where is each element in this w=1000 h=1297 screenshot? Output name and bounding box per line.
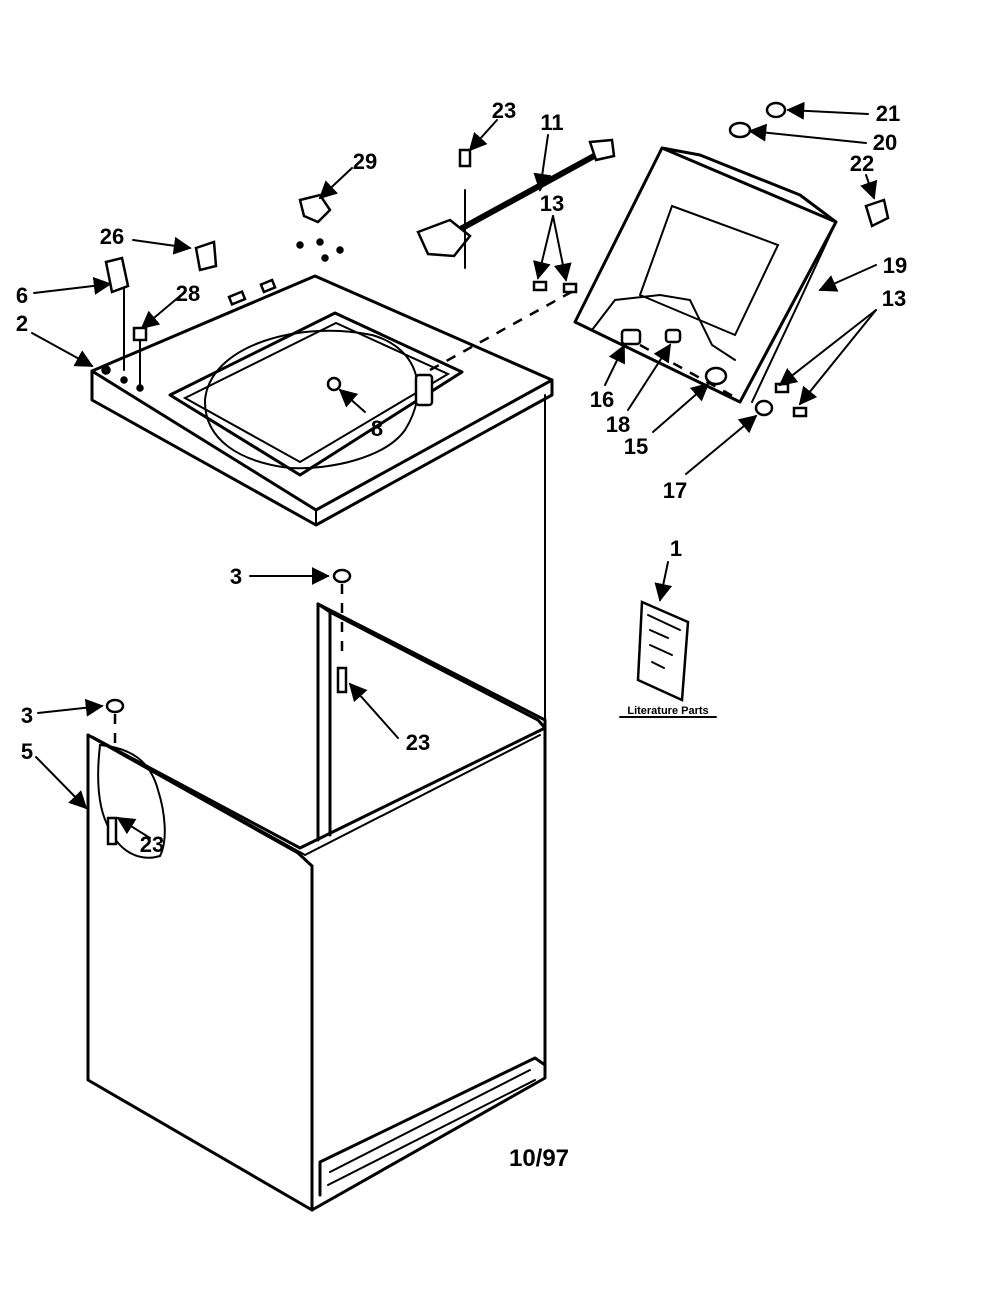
callout-19: 19 (883, 253, 907, 278)
callout-6: 6 (16, 283, 28, 308)
callout-11: 11 (540, 110, 563, 135)
small-parts (104, 101, 890, 846)
callout-23-top: 23 (492, 98, 516, 123)
callout-28: 28 (176, 281, 200, 306)
callout-20: 20 (873, 130, 897, 155)
callout-5: 5 (21, 739, 33, 764)
leader-arrows (31, 101, 878, 839)
literature-parts-label: Literature Parts (627, 705, 708, 717)
callout-22: 22 (850, 151, 874, 176)
cabinet (86, 394, 547, 1212)
callout-13-left: 13 (540, 191, 564, 216)
callout-1: 1 (670, 536, 682, 561)
literature-sheet (619, 600, 717, 718)
callout-21: 21 (876, 101, 900, 126)
callout-16: 16 (590, 387, 614, 412)
callout-18: 18 (606, 412, 630, 437)
callout-23-center: 23 (406, 730, 430, 755)
date-code: 10/97 (509, 1145, 569, 1172)
callout-23-lower: 23 (140, 832, 164, 857)
callout-26: 26 (100, 224, 124, 249)
callout-8: 8 (371, 416, 383, 441)
lid (573, 146, 838, 404)
callout-17: 17 (663, 478, 687, 503)
callout-13-right: 13 (882, 286, 906, 311)
callout-2: 2 (16, 311, 28, 336)
callout-3-lower: 3 (21, 703, 33, 728)
callout-15: 15 (624, 434, 648, 459)
callout-29: 29 (353, 149, 377, 174)
callout-3-upper: 3 (230, 564, 242, 589)
top-cover (90, 238, 554, 527)
